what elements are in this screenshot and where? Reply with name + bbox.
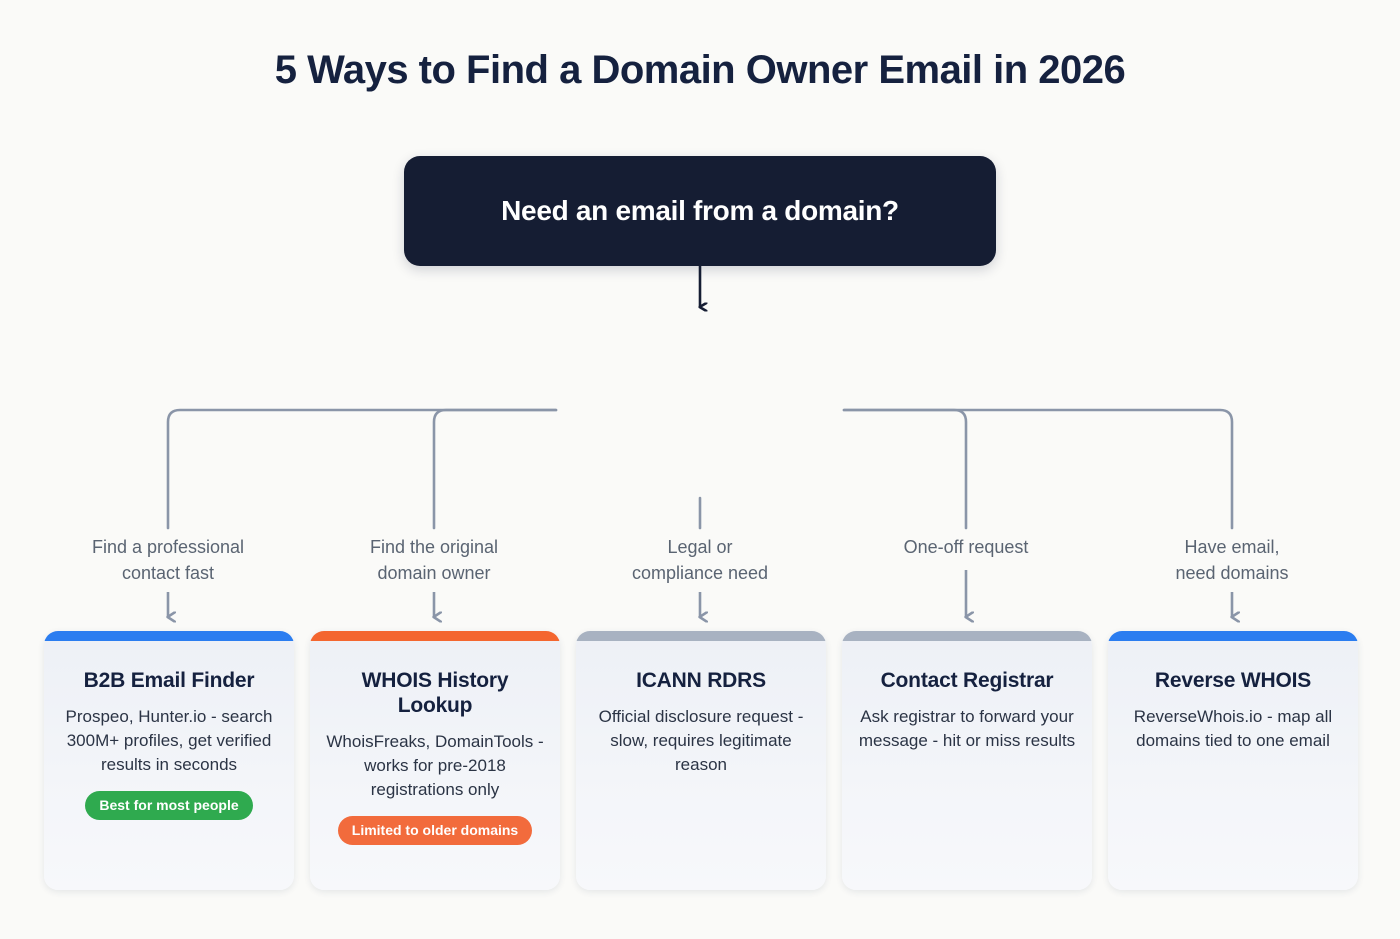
edge-decision-to-branch-5 [842,408,1234,530]
branch-label-2: Find the original domain owner [369,537,499,584]
card-description: ReverseWhois.io - map all domains tied t… [1133,706,1333,750]
option-card-whois-history-lookup[interactable]: WHOIS History Lookup WhoisFreaks, Domain… [310,631,560,890]
page-title: 5 Ways to Find a Domain Owner Email in 2… [274,48,1126,92]
card-title: Contact Registrar [880,669,1054,692]
branch-label-4: One-off request [903,537,1029,557]
card-title: ICANN RDRS [636,669,766,692]
node-need-email-label: Need an email from a domain? [501,195,899,226]
card-title: Reverse WHOIS [1154,669,1312,692]
option-card-contact-registrar[interactable]: Contact Registrar Ask registrar to forwa… [842,631,1092,890]
card-title: B2B Email Finder [83,669,255,692]
edge-decision-to-branch-1 [166,408,558,530]
option-card-icann-rdrs[interactable]: ICANN RDRS Official disclosure request -… [576,631,826,890]
card-accent-bar [44,631,294,641]
branch-label-1: Find a professional contact fast [91,537,245,584]
card-description: WhoisFreaks, DomainTools - works for pre… [326,731,544,799]
option-card-reverse-whois[interactable]: Reverse WHOIS ReverseWhois.io - map all … [1108,631,1358,890]
card-accent-bar [576,631,826,641]
card-accent-bar [310,631,560,641]
card-title: WHOIS History Lookup [361,669,509,717]
card-description: Prospeo, Hunter.io - search 300M+ profil… [65,706,273,775]
edge-decision-to-branch-4 [842,408,968,530]
card-badge: Best for most people [85,791,253,821]
card-accent-bar [842,631,1092,641]
card-badge: Limited to older domains [337,815,533,845]
node-need-email: Need an email from a domain? [404,156,996,266]
option-card-b2b-email-finder[interactable]: B2B Email Finder Prospeo, Hunter.io - se… [44,631,294,890]
card-description: Official disclosure request - slow, requ… [598,706,804,775]
branch-label-3: Legal or compliance need [631,537,769,584]
card-description: Ask registrar to forward your message - … [858,706,1076,750]
branch-label-5: Have email, need domains [1175,537,1289,584]
edge-decision-to-branch-2 [432,408,558,530]
card-accent-bar [1108,631,1358,641]
